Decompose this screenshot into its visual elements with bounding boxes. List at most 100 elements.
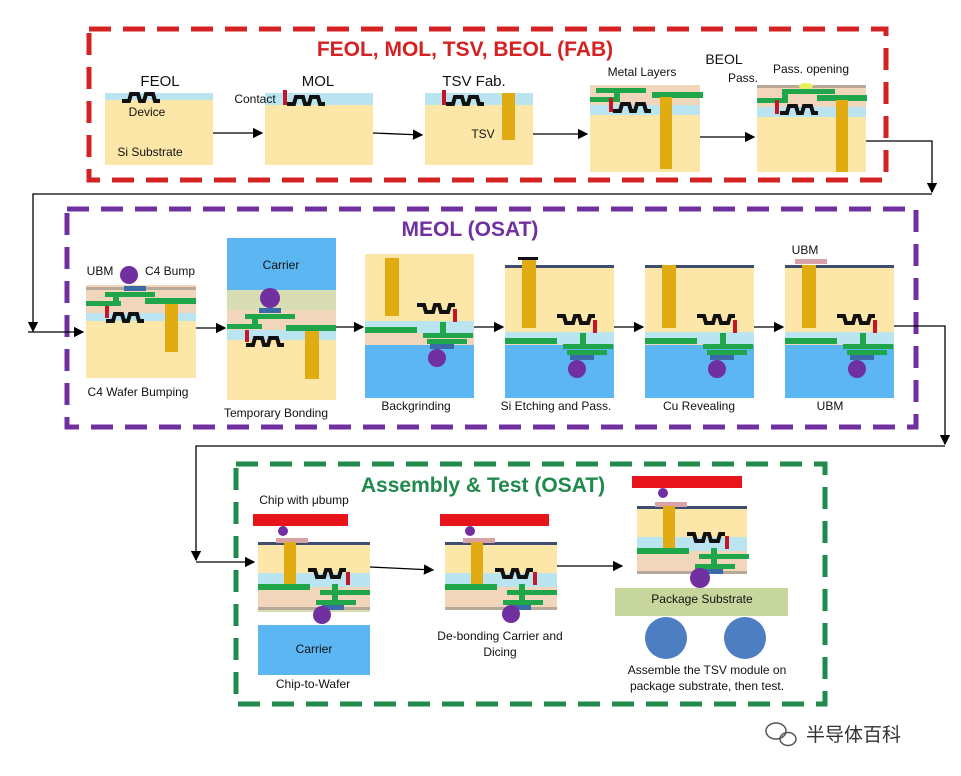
watermark: 半导体百科 <box>765 722 901 747</box>
bump <box>502 605 520 623</box>
metal-line <box>365 327 417 333</box>
metal-line <box>567 350 607 355</box>
contact <box>442 90 446 105</box>
label-chip-to-wafer: Chip-to-Wafer <box>276 677 350 691</box>
via <box>720 333 726 349</box>
tsv <box>284 542 296 588</box>
metal-line <box>105 292 155 297</box>
label-debonding-1: De-bonding Carrier and <box>437 629 562 643</box>
label-tsv-fab: TSV Fab. <box>442 73 505 90</box>
label-ubm-top: UBM <box>792 243 819 257</box>
bump <box>465 526 475 536</box>
ubm <box>710 355 734 360</box>
label-package-substrate: Package Substrate <box>651 592 753 606</box>
device <box>557 314 595 325</box>
label-si-etching: Si Etching and Pass. <box>501 399 612 413</box>
contact <box>733 320 737 333</box>
arrow <box>866 140 938 194</box>
device <box>446 95 484 106</box>
metal-line <box>427 339 467 344</box>
passivation-layer <box>505 265 614 268</box>
device <box>837 314 875 325</box>
tsv <box>305 331 319 379</box>
metal-line <box>507 590 557 595</box>
ubm-pad <box>795 259 827 264</box>
passivation-layer <box>258 542 370 545</box>
device <box>697 314 735 325</box>
metal-line <box>695 564 735 569</box>
contact <box>725 536 729 549</box>
device <box>780 104 818 115</box>
contact <box>346 572 350 585</box>
ubm <box>509 605 531 610</box>
ubm-pad <box>655 502 687 507</box>
metal-line <box>785 89 835 94</box>
label-carrier: Carrier <box>263 258 300 272</box>
arrow <box>372 129 424 140</box>
metal-line <box>699 554 749 559</box>
fab-section-title: FEOL, MOL, TSV, BEOL (FAB) <box>317 38 613 61</box>
arrow <box>27 193 932 333</box>
pass-opening <box>799 83 813 89</box>
metal-line <box>245 314 295 319</box>
label-ubm: UBM <box>87 264 114 278</box>
dielectric-layer <box>227 330 336 340</box>
bond-interface <box>445 607 557 610</box>
device <box>106 312 144 323</box>
metal-line <box>503 600 543 605</box>
device <box>287 95 325 106</box>
tsv <box>663 506 675 552</box>
chip <box>632 476 742 488</box>
contact <box>609 98 613 112</box>
bump <box>658 488 668 498</box>
metal-line <box>286 325 336 331</box>
label-si-substrate: Si Substrate <box>117 145 183 159</box>
via <box>252 314 258 328</box>
metal-line <box>86 301 121 306</box>
arrow <box>369 564 435 575</box>
tsv <box>385 258 399 316</box>
carrier <box>365 345 474 398</box>
metal-line <box>817 95 867 101</box>
metal-line <box>847 350 887 355</box>
wechat-icon <box>765 722 797 747</box>
bump <box>313 606 331 624</box>
bump <box>848 360 866 378</box>
package-substrate <box>615 588 788 616</box>
ubm <box>322 605 344 610</box>
flow-arrows <box>27 127 951 575</box>
assembly-section-frame <box>233 461 828 707</box>
label-device: Device <box>129 105 166 119</box>
ubm <box>430 344 454 349</box>
via <box>580 333 586 349</box>
label-c4-bump: C4 Bump <box>145 264 195 278</box>
ubm-pad <box>463 538 495 543</box>
tsv <box>836 100 848 172</box>
metal-line <box>590 97 620 102</box>
via <box>614 88 620 102</box>
metal-line <box>320 590 370 595</box>
solder-ball <box>724 617 766 659</box>
contact <box>283 90 287 105</box>
arrow <box>190 445 945 562</box>
device <box>122 92 160 103</box>
dielectric-layer <box>86 313 196 321</box>
metal-line <box>637 548 689 554</box>
metal-line <box>227 324 262 329</box>
label-cu-revealing: Cu Revealing <box>663 399 735 413</box>
device <box>417 303 455 314</box>
label-debonding-2: Dicing <box>483 645 516 659</box>
via <box>860 333 866 349</box>
label-metal-layers: Metal Layers <box>608 65 677 79</box>
metal-line <box>652 92 703 98</box>
metal-line <box>563 344 613 349</box>
device <box>495 568 533 579</box>
device <box>687 532 725 543</box>
via <box>332 584 338 600</box>
meol-section-title: MEOL (OSAT) <box>402 218 539 241</box>
tsv <box>662 265 676 328</box>
device <box>613 102 651 113</box>
label-chip-with-ubump: Chip with μbump <box>259 493 349 507</box>
watermark-text: 半导体百科 <box>806 724 901 746</box>
tsv <box>471 542 483 588</box>
